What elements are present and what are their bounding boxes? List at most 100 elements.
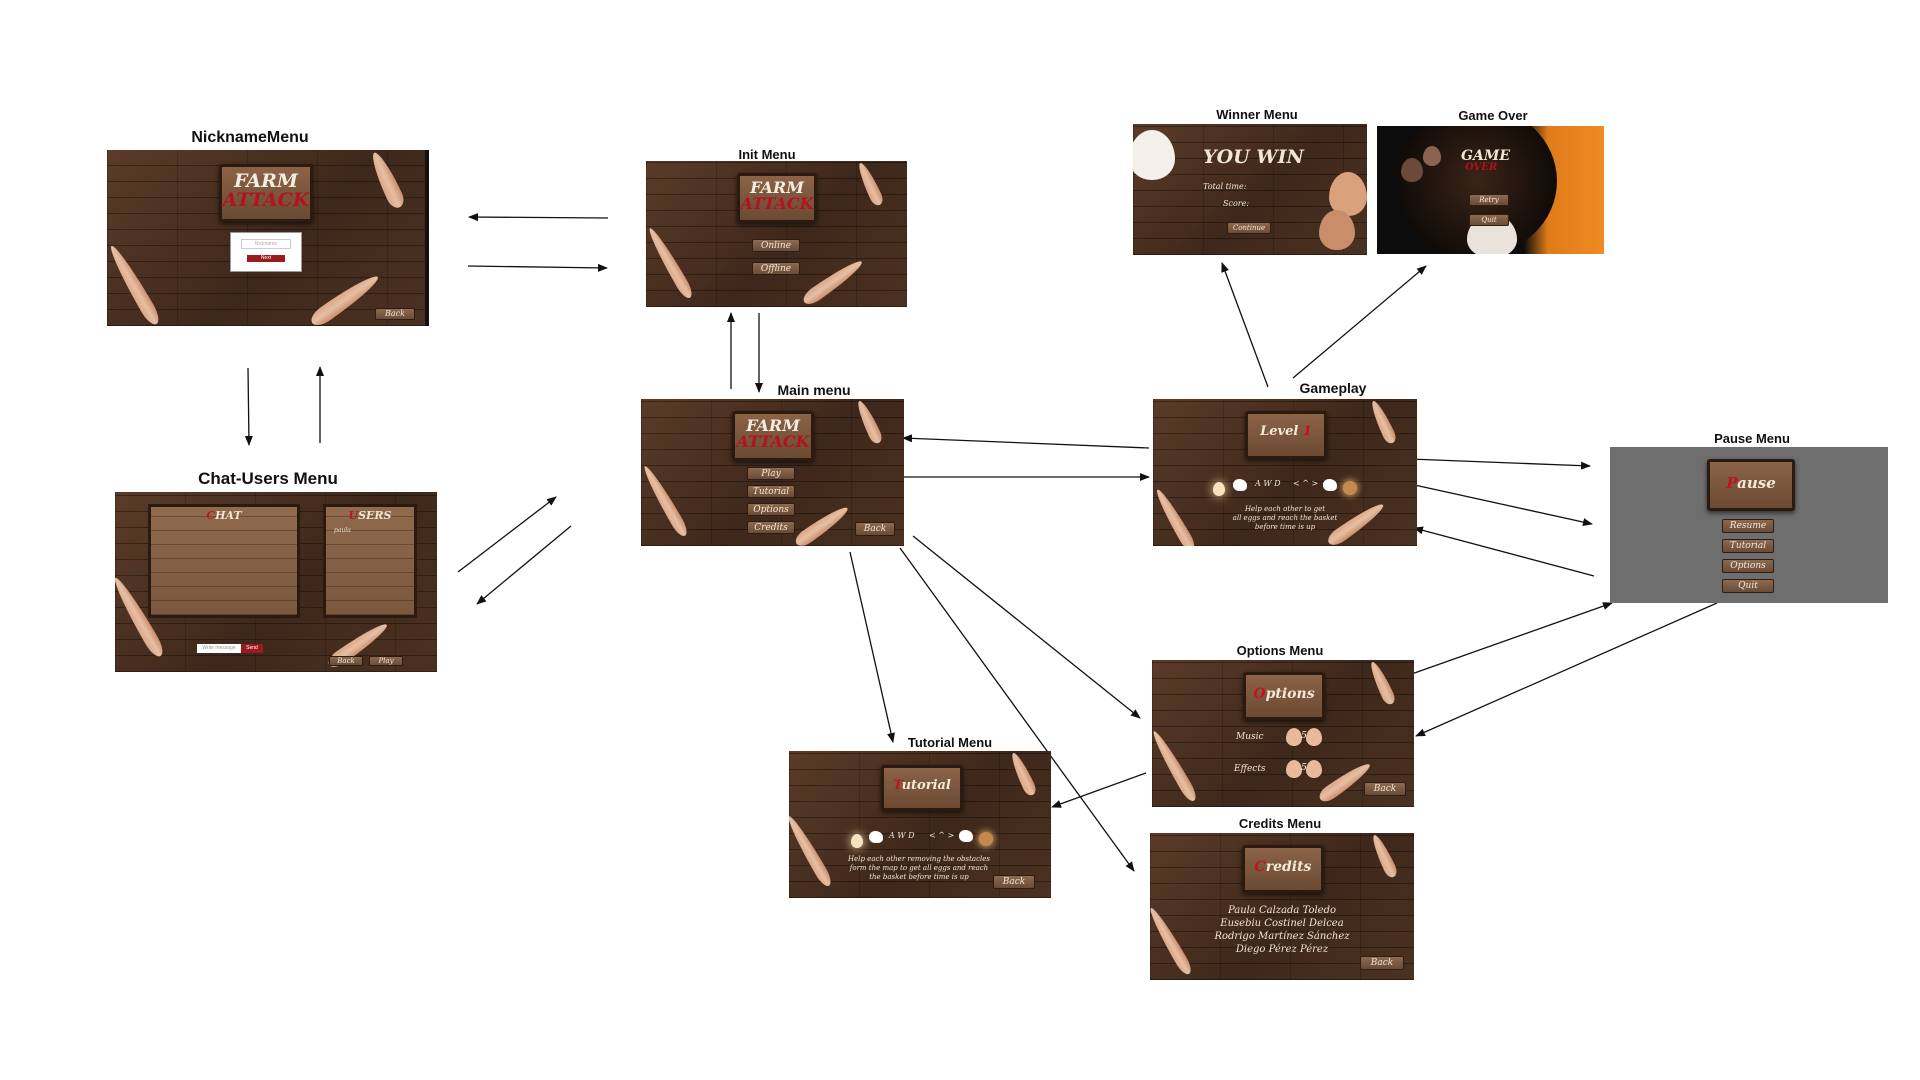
egg-left-icon (1286, 728, 1302, 746)
users-panel: USERS paula (323, 504, 417, 618)
init-menu-screen: FARM ATTACK Online Offline (646, 161, 907, 307)
chat-title: CHAT (206, 509, 242, 522)
arrow-options-to-pause (1405, 602, 1613, 677)
options-menu-label: Options Menu (1236, 643, 1324, 658)
arrow-main-to-credits (899, 547, 1135, 872)
egg-left-icon (1286, 760, 1302, 778)
feather-decoration (792, 502, 852, 546)
arrow-chat-to-main (457, 496, 557, 573)
gameplay-screen: Level 1 A W D < ^ > Help each other to g… (1153, 399, 1417, 546)
play-button[interactable]: Play (747, 467, 795, 480)
winner-menu-screen: YOU WIN Total time: Score: Continue (1133, 124, 1367, 255)
message-input[interactable]: Write message (197, 644, 241, 653)
credits-button[interactable]: Credits (747, 521, 795, 534)
win-title: YOU WIN (1203, 146, 1304, 168)
egg-right-icon (1306, 760, 1322, 778)
feather-decoration (1368, 833, 1400, 880)
main-back-button[interactable]: Back (855, 522, 895, 536)
arrow-init-to-nickname (468, 213, 609, 222)
pause-menu-label: Pause Menu (1714, 431, 1790, 446)
chat-back-button[interactable]: Back (329, 656, 363, 666)
credits-back-button[interactable]: Back (1360, 956, 1404, 970)
options-button[interactable]: Options (747, 503, 795, 516)
arrow-nickname-to-init (467, 263, 608, 272)
credits-menu-screen: Credits Paula Calzada Toledo Eusebiu Cos… (1150, 833, 1414, 980)
arrow-gameplay-to-pause-2 (1409, 483, 1593, 526)
feather-decoration (1366, 660, 1398, 707)
logo-sign: FARM ATTACK (219, 164, 313, 222)
tutorial-menu-screen: Tutorial A W D < ^ > Help each other rem… (789, 751, 1051, 898)
arrow-pause-to-options (1415, 602, 1718, 737)
arrow-pause-to-gameplay (1413, 526, 1595, 577)
music-stepper[interactable]: 5 (1286, 728, 1322, 746)
effects-stepper[interactable]: 5 (1286, 760, 1322, 778)
tutorial-help-line-3: the basket before time is up (869, 873, 969, 881)
keys-right: < ^ > (1293, 479, 1319, 488)
continue-button[interactable]: Continue (1227, 222, 1271, 234)
credit-name: Diego Pérez Pérez (1235, 944, 1329, 955)
level-word: Level (1260, 424, 1299, 439)
arrow-gameplay-to-pause-1 (1409, 458, 1591, 470)
options-back-button[interactable]: Back (1364, 782, 1406, 796)
nickname-back-button[interactable]: Back (375, 308, 415, 320)
pause-options-button[interactable]: Options (1722, 559, 1774, 573)
chicken-player1-icon (869, 831, 883, 843)
pause-tutorial-button[interactable]: Tutorial (1722, 539, 1774, 553)
glowing-egg-icon (1213, 482, 1225, 496)
pause-quit-button[interactable]: Quit (1722, 579, 1774, 593)
screen-edge (425, 150, 429, 326)
tutorial-back-button[interactable]: Back (993, 875, 1035, 889)
basket-icon (979, 832, 993, 846)
chicken-player2-icon (1323, 479, 1337, 491)
egg-decoration (1319, 210, 1355, 250)
nickname-input[interactable]: Nickname (241, 239, 291, 249)
music-label: Music (1236, 732, 1264, 742)
total-time-label: Total time: (1203, 182, 1247, 191)
logo-attack: ATTACK (222, 189, 310, 211)
quit-button[interactable]: Quit (1469, 214, 1509, 226)
credit-name: Paula Calzada Toledo (1227, 905, 1337, 916)
arrow-main-to-tutorial (849, 551, 895, 743)
logo-attack: ATTACK (740, 194, 814, 213)
offline-button[interactable]: Offline (752, 262, 800, 275)
feather-decoration (367, 150, 407, 211)
nickname-menu-label: NicknameMenu (191, 129, 309, 146)
winner-menu-label: Winner Menu (1216, 107, 1298, 122)
arrow-options-to-tutorial (1051, 772, 1147, 808)
resume-button[interactable]: Resume (1722, 519, 1774, 533)
feather-decoration (800, 256, 866, 307)
effects-value: 5 (1301, 763, 1307, 773)
chicken-player1-icon (1233, 479, 1247, 491)
logo-sign: FARM ATTACK (737, 173, 817, 223)
logo-farm: FARM (750, 178, 804, 197)
game-over-label: Game Over (1458, 108, 1528, 123)
feather-decoration (107, 242, 163, 326)
broken-egg-decoration (1423, 146, 1441, 166)
pause-sign: Pause (1707, 459, 1795, 511)
feather-decoration (789, 813, 835, 889)
level-number: 1 (1302, 424, 1312, 439)
egg-decoration (1329, 172, 1367, 216)
pause-menu-screen: Pause Resume Tutorial Options Quit (1610, 447, 1888, 603)
retry-button[interactable]: Retry (1469, 194, 1509, 206)
music-value: 5 (1301, 731, 1307, 741)
glowing-egg-icon (851, 834, 863, 848)
arrow-gameplay-to-gameover (1292, 265, 1427, 379)
online-button[interactable]: Online (752, 239, 800, 252)
user-entry: paula (334, 527, 351, 534)
arrow-gameplay-to-winner (1221, 262, 1269, 388)
logo-farm: FARM (234, 170, 298, 192)
keys-left: A W D (889, 831, 915, 840)
logo-sign: FARM ATTACK (732, 411, 814, 461)
arrow-nickname-to-chat (244, 367, 253, 446)
tutorial-sign: Tutorial (881, 765, 963, 811)
logo-farm: FARM (746, 416, 800, 435)
chat-play-button[interactable]: Play (369, 656, 403, 666)
send-button[interactable]: Send (241, 644, 263, 653)
tutorial-help-line-1: Help each other removing the obstacles (847, 855, 991, 863)
tutorial-button[interactable]: Tutorial (747, 485, 795, 498)
feather-decoration (1152, 728, 1200, 804)
nickname-submit-button[interactable]: Next (247, 255, 285, 262)
game-over-line1: GAME (1461, 148, 1510, 164)
main-menu-label: Main menu (777, 382, 851, 398)
